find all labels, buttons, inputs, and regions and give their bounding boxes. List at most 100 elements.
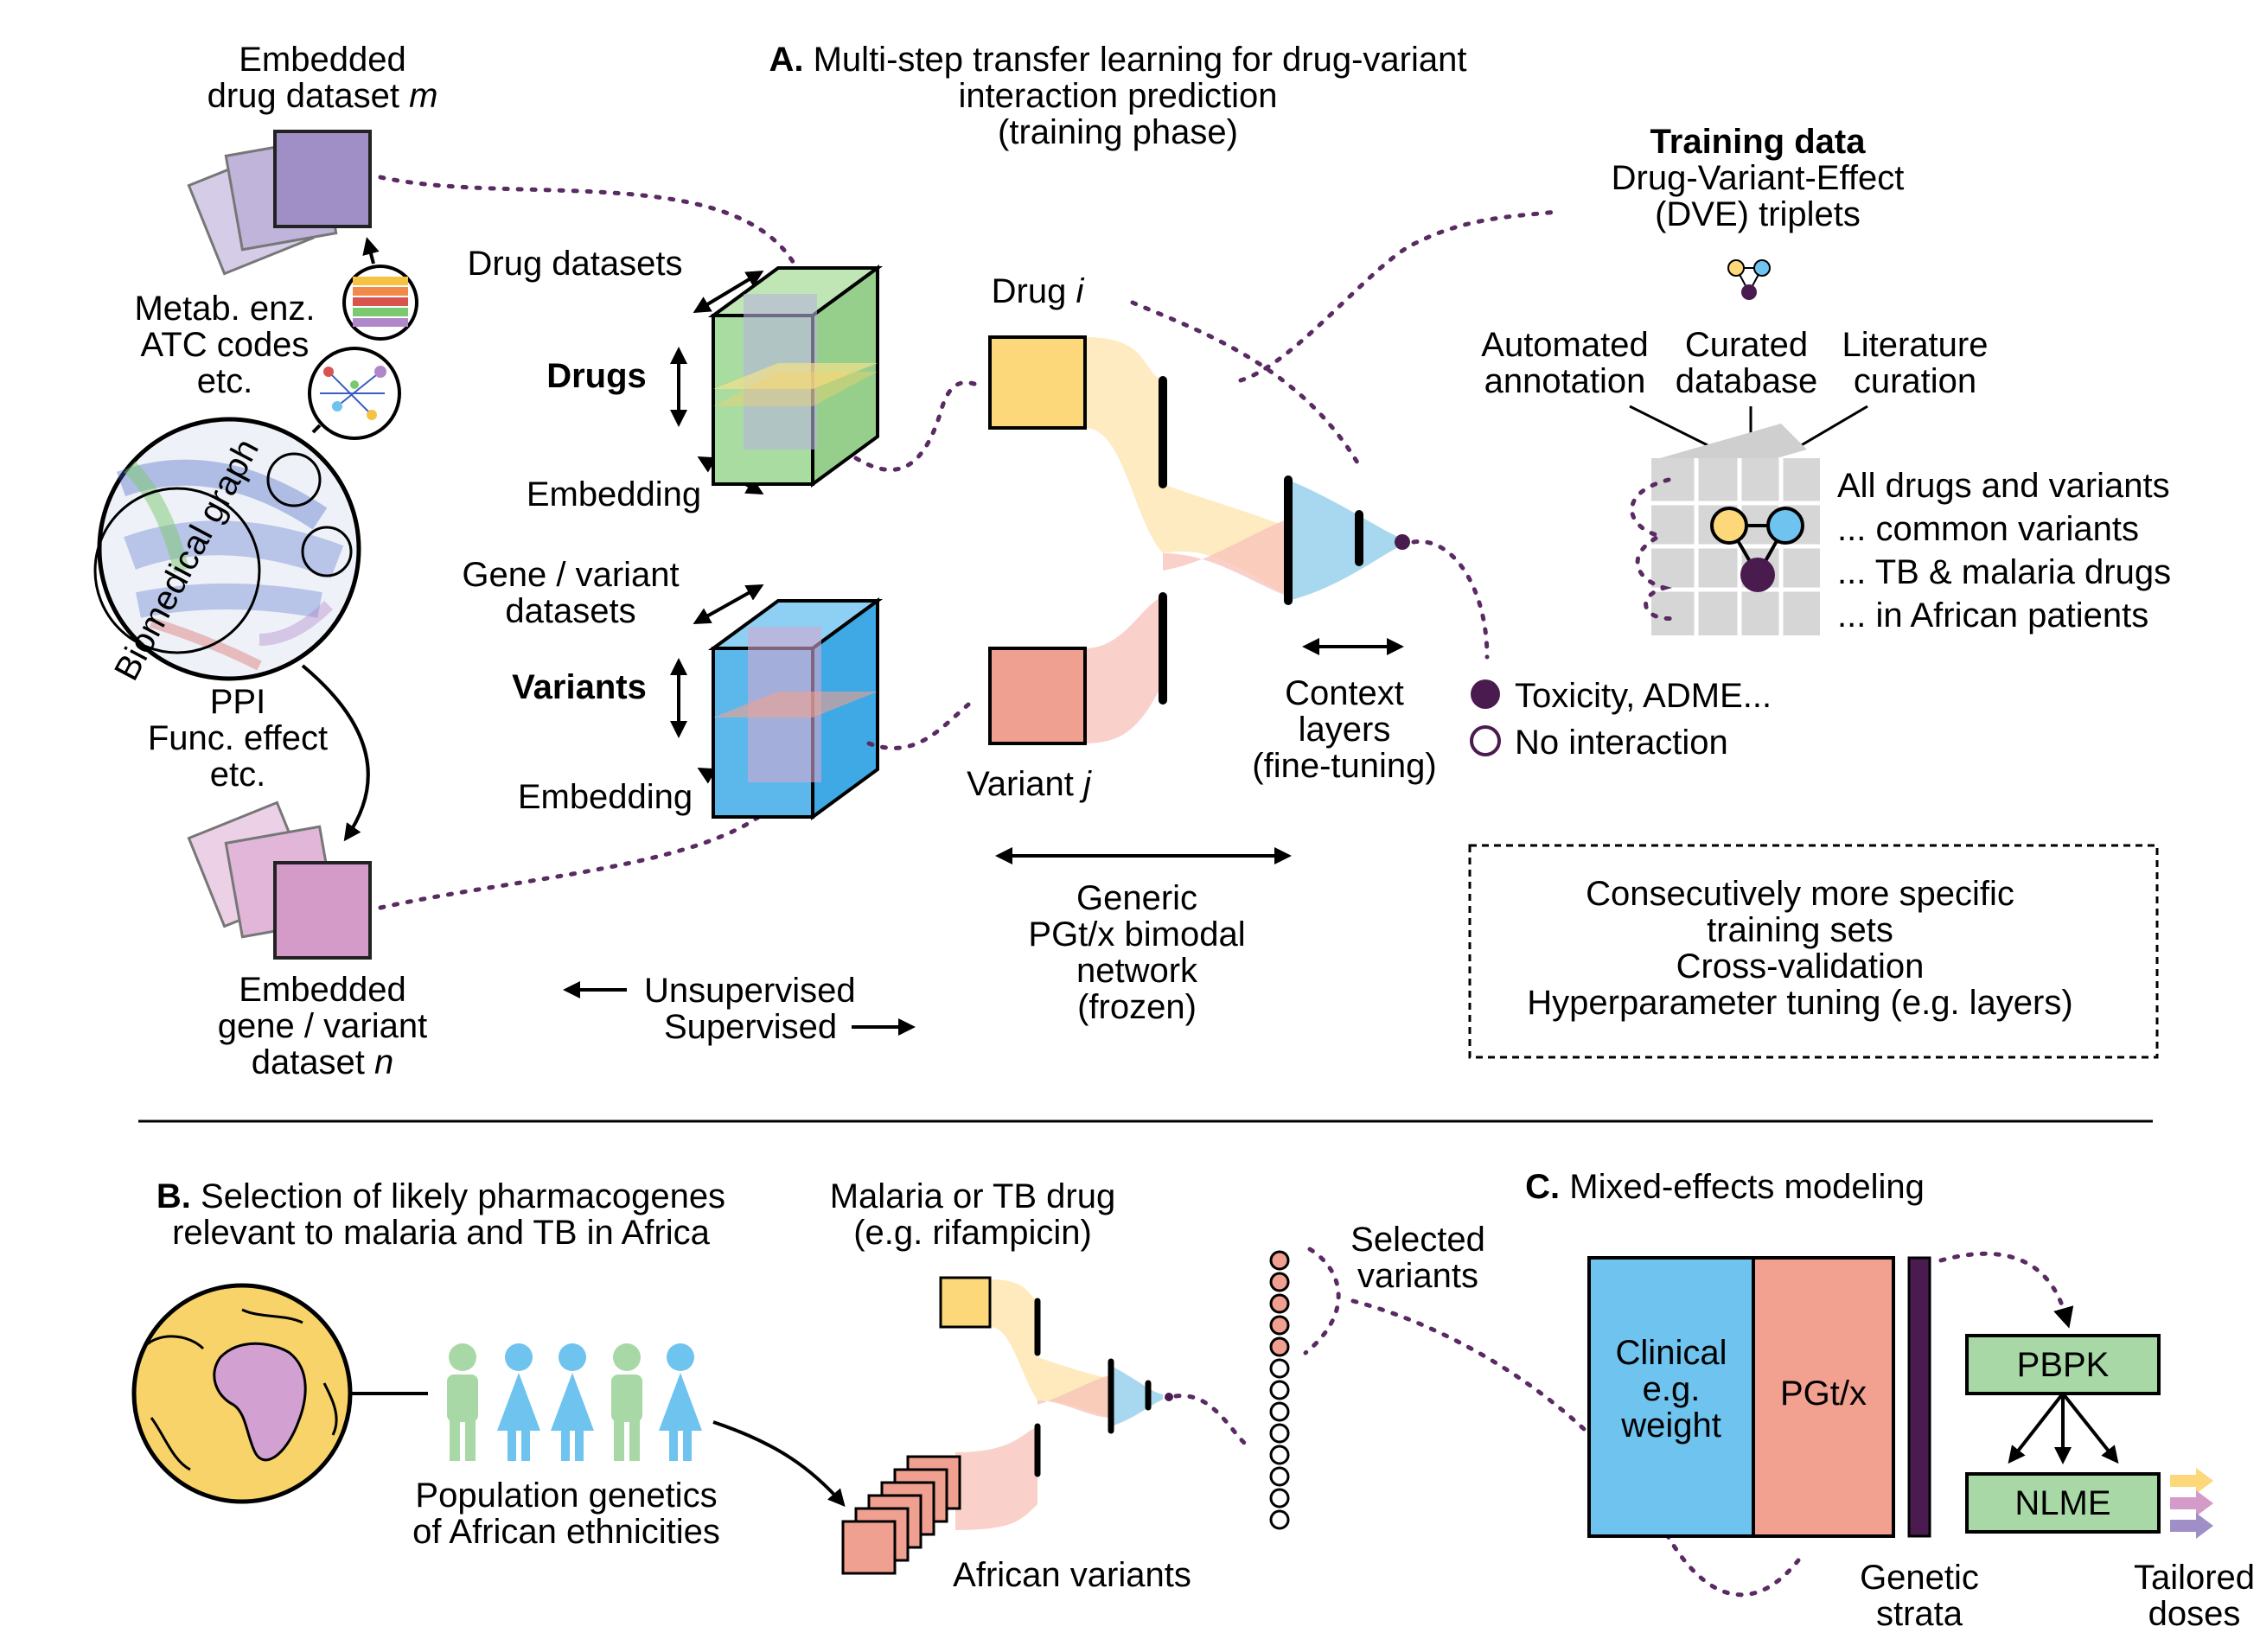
- small-network-connector: [1173, 1394, 1248, 1446]
- tailored-label1: Tailored: [2134, 1559, 2255, 1597]
- toxicity-dot: [1471, 679, 1500, 709]
- training-data-line2: Drug-Variant-Effect: [1612, 159, 1905, 197]
- drug-embed-connector: [378, 175, 807, 288]
- tailored-dose-arrows: [2170, 1468, 2213, 1539]
- pgtx-block: [1752, 1256, 1895, 1538]
- strata-to-pbpk: [1938, 1251, 2069, 1321]
- genetic-label2: strata: [1876, 1595, 1963, 1633]
- drug-cube: [707, 265, 884, 488]
- triplet-icon: [1727, 259, 1771, 300]
- box-line-2: Cross-validation: [1676, 947, 1925, 985]
- metab-label1: Metab. enz.: [134, 290, 315, 328]
- automated-label1: Automated: [1481, 326, 1648, 364]
- training-data-title: Training data: [1650, 123, 1867, 161]
- list-item-0: All drugs and variants: [1837, 467, 2170, 505]
- ppi-label2: Func. effect: [148, 719, 328, 757]
- training-data-connector: [1238, 209, 1559, 383]
- selected-label2: variants: [1357, 1257, 1478, 1295]
- nlme-box: [1965, 1472, 2161, 1534]
- toxicity-label: Toxicity, ADME...: [1515, 677, 1772, 715]
- variant-cube: [707, 597, 884, 820]
- generic-label2: PGt/x bimodal: [1028, 915, 1245, 954]
- training-data-line3: (DVE) triplets: [1655, 195, 1861, 233]
- literature-label1: Literature: [1842, 326, 1989, 364]
- gene-variant-label1: Gene / variant: [462, 556, 679, 594]
- embedded-drug-label1: Embedded: [239, 41, 405, 79]
- panel-c-title: C. Mixed-effects modeling: [1525, 1168, 1925, 1206]
- nlme-label: NLME: [2014, 1484, 2110, 1522]
- variants-label: Variants: [512, 668, 647, 706]
- clinical-label3: weight: [1620, 1406, 1721, 1445]
- genetic-label1: Genetic: [1860, 1559, 1979, 1597]
- embedding-top-label: Embedding: [527, 475, 701, 513]
- tailored-label2: doses: [2148, 1595, 2241, 1633]
- panel-a-title-line1: A. Multi-step transfer learning for drug…: [769, 41, 1466, 79]
- context-label3: (fine-tuning): [1252, 747, 1436, 785]
- clinical-label1: Clinical: [1616, 1334, 1727, 1372]
- population-figures: [447, 1343, 702, 1461]
- selected-bracket: [1303, 1247, 1341, 1355]
- population-arrow: [712, 1420, 846, 1508]
- automated-label2: annotation: [1484, 362, 1646, 400]
- genetic-strata-bar: [1907, 1256, 1931, 1538]
- feature-matrix-icon: [342, 265, 418, 341]
- clinical-label2: e.g.: [1643, 1370, 1701, 1408]
- output-connector: [1411, 539, 1490, 660]
- context-label1: Context: [1285, 674, 1404, 712]
- ppi-label3: etc.: [210, 756, 265, 794]
- box-line-1: training sets: [1707, 911, 1893, 949]
- list-item-3: ... in African patients: [1837, 596, 2148, 635]
- list-item-1: ... common variants: [1837, 510, 2139, 548]
- generic-label4: (frozen): [1077, 988, 1197, 1026]
- triplet-grid: [1630, 424, 1820, 635]
- generic-label3: network: [1076, 952, 1198, 990]
- population-label1: Population genetics: [415, 1477, 717, 1515]
- panel-b-title-line1: B. Selection of likely pharmacogenes: [156, 1177, 725, 1215]
- no-interaction-dot: [1470, 725, 1501, 756]
- embedded-drug-stack: [187, 130, 372, 276]
- unsupervised-label: Unsupervised: [644, 972, 856, 1010]
- pbpk-box: [1965, 1334, 2161, 1395]
- literature-label2: curation: [1854, 362, 1976, 400]
- african-variant-stack: [841, 1455, 961, 1575]
- network-graph-icon: [308, 347, 401, 440]
- embedded-gene-label3: dataset n: [252, 1043, 394, 1081]
- curated-label1: Curated: [1685, 326, 1808, 364]
- drug-context-connector: [1130, 300, 1360, 465]
- variant-cube-connector: [866, 702, 971, 750]
- globe-icon: [131, 1283, 353, 1504]
- curated-label2: database: [1676, 362, 1818, 400]
- malaria-drug-label1: Malaria or TB drug: [830, 1177, 1116, 1215]
- gene-dataset-arrow: [693, 584, 764, 624]
- panel-b-title-line2: relevant to malaria and TB in Africa: [172, 1214, 711, 1252]
- embedding-bottom-label: Embedding: [518, 778, 693, 816]
- variant-input-box: [988, 647, 1087, 745]
- embedded-gene-stack: [187, 800, 372, 960]
- no-interaction-label: No interaction: [1515, 724, 1728, 762]
- embedded-drug-label2: drug dataset m: [207, 77, 438, 115]
- embedded-gene-label2: gene / variant: [218, 1007, 427, 1045]
- graph-to-gene-arrow: [301, 664, 370, 842]
- selected-label1: Selected: [1350, 1221, 1485, 1259]
- pbpk-label: PBPK: [2017, 1346, 2110, 1384]
- metab-label3: etc.: [197, 362, 252, 400]
- variant-j-label: Variant j: [967, 765, 1092, 803]
- box-line-3: Hyperparameter tuning (e.g. layers): [1527, 984, 2072, 1022]
- embedded-gene-label1: Embedded: [239, 971, 405, 1009]
- list-item-2: ... TB & malaria drugs: [1837, 553, 2171, 591]
- pgtx-label: PGt/x: [1780, 1375, 1867, 1413]
- ppi-label1: PPI: [210, 683, 265, 721]
- african-variants-label: African variants: [953, 1556, 1191, 1594]
- drug-datasets-label: Drug datasets: [467, 245, 682, 283]
- metab-label2: ATC codes: [141, 326, 310, 364]
- drugs-label: Drugs: [546, 357, 647, 395]
- drug-i-label: Drug i: [992, 272, 1085, 310]
- training-notes-box: [1468, 844, 2159, 1059]
- bimodal-network: [988, 335, 1410, 745]
- panel-a-title-line2: interaction prediction: [958, 77, 1277, 115]
- small-network: [939, 1276, 1173, 1530]
- panel-a-title-line3: (training phase): [998, 113, 1238, 151]
- biomedical-graph: [93, 417, 361, 681]
- gene-variant-label2: datasets: [505, 592, 635, 630]
